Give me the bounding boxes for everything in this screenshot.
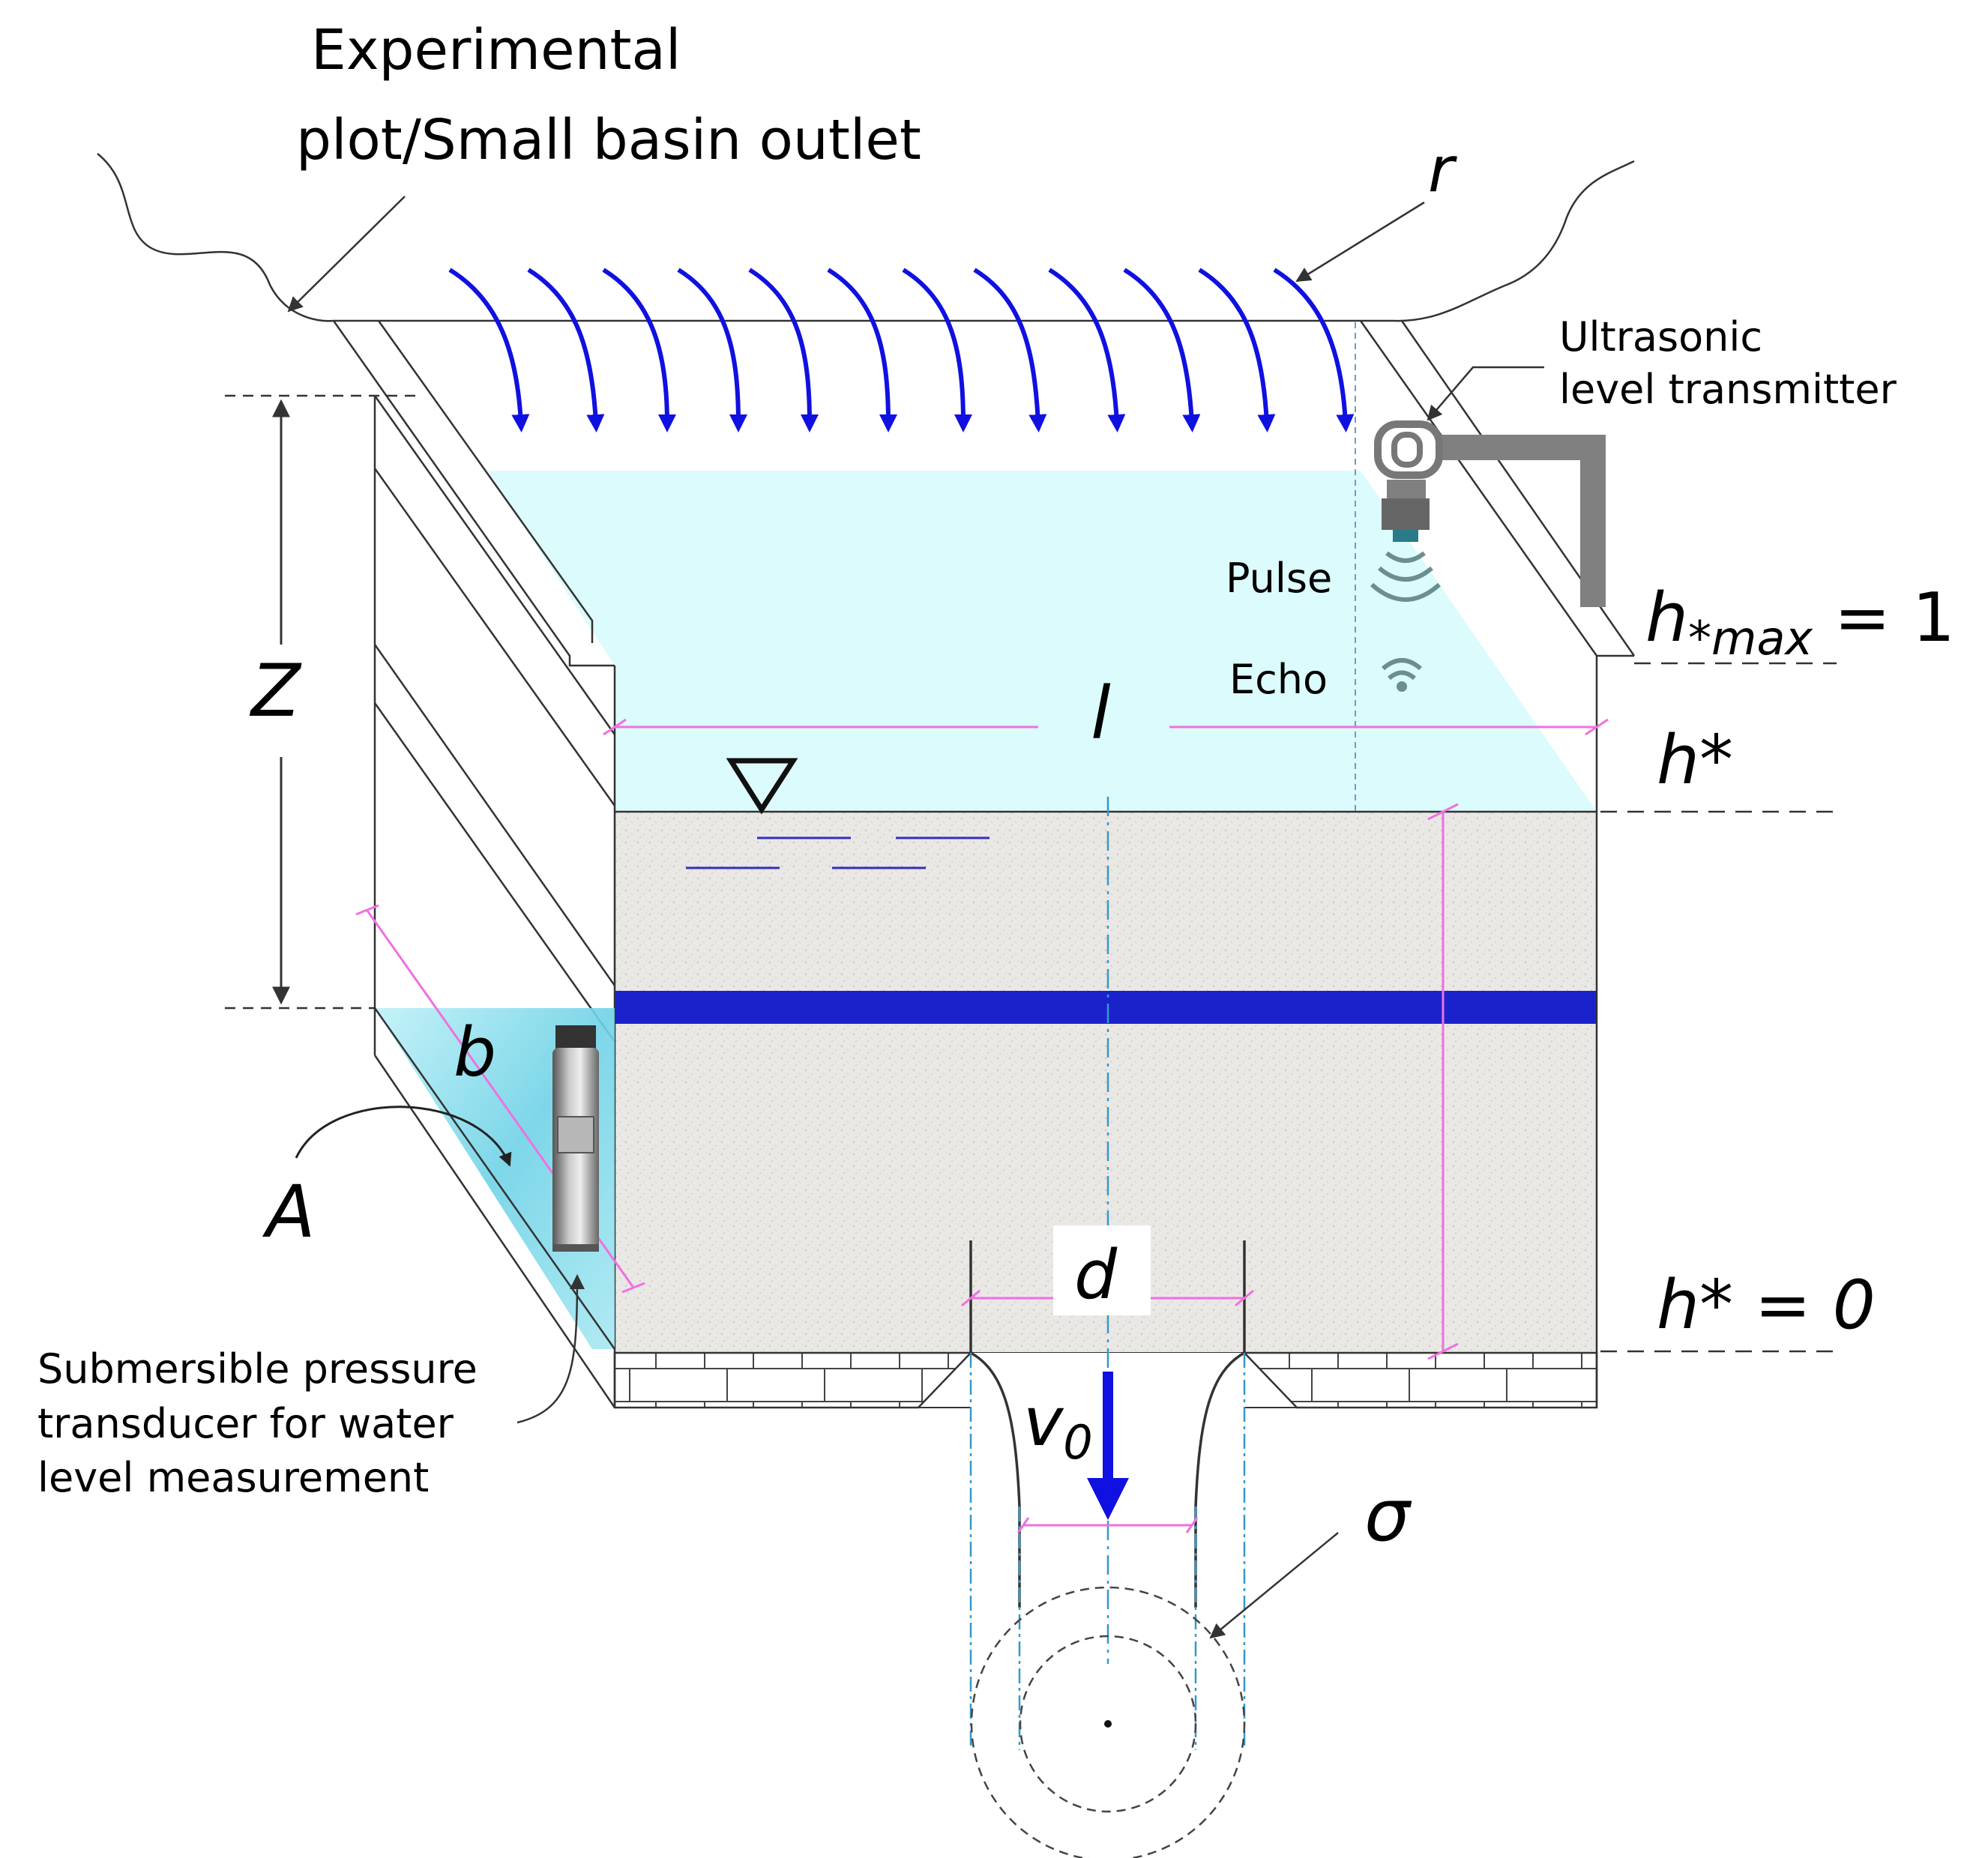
area-arrow — [295, 1106, 512, 1167]
pulse-wave-icon — [1370, 551, 1441, 602]
depth-label: Z — [249, 649, 302, 733]
ultrasonic-transmitter — [1374, 420, 1606, 607]
transducer-leader — [516, 1274, 585, 1424]
diameter-label-bg — [1053, 1225, 1151, 1315]
ultrasonic-label-1: Ultrasonic — [1559, 313, 1762, 361]
tank-walls — [332, 319, 1636, 1408]
echo-wave-icon — [1382, 658, 1422, 692]
terrain-left — [97, 153, 334, 322]
outlet-circle-outer — [970, 1586, 1246, 1858]
plot-outlet-label-2: plot/Small basin outlet — [296, 108, 921, 172]
outlet-pipe — [969, 1240, 1246, 1608]
outlet-center-dot — [1104, 1720, 1112, 1728]
diameter-label: d — [1074, 1236, 1118, 1315]
transducer-label-2: transducer for water — [37, 1400, 454, 1447]
length-label: l — [1091, 672, 1111, 755]
diameter-dimension — [961, 1289, 1254, 1307]
jet-width-dimension — [1016, 1517, 1199, 1533]
depth-dimension — [225, 394, 420, 1010]
rain-leader — [1295, 201, 1425, 283]
wetting-front-band — [615, 991, 1597, 1024]
hzero-label: h* = 0 — [1657, 1266, 1876, 1345]
brick-base-right — [1242, 1351, 1598, 1409]
terrain-right — [1394, 160, 1635, 322]
width-label: b — [454, 1013, 496, 1092]
pulse-label: Pulse — [1226, 555, 1332, 602]
brick-base-left — [613, 1351, 973, 1409]
jet-circle-inner — [1019, 1635, 1197, 1813]
length-dimension — [603, 718, 1609, 736]
hstar-dimension — [1427, 803, 1459, 1360]
ultrasonic-leader — [1427, 366, 1544, 421]
hstar-label: h* — [1657, 721, 1733, 800]
velocity-label: v0 — [1023, 1383, 1093, 1470]
transducer-label-1: Submersible pressure — [37, 1345, 478, 1393]
rain-arrows — [448, 268, 1355, 432]
pressure-transducer — [552, 1025, 599, 1252]
sigma-label: σ — [1364, 1474, 1412, 1557]
sigma-leader — [1209, 1532, 1339, 1639]
water-level-symbol — [686, 758, 990, 869]
transducer-label-3: level measurement — [37, 1454, 429, 1501]
ultrasonic-label-2: level transmitter — [1559, 366, 1897, 413]
rain-label: r — [1428, 133, 1457, 206]
plot-outlet-label-1: Experimental — [311, 18, 681, 82]
area-label: A — [262, 1170, 316, 1254]
hmax-label: h*max = 1 — [1645, 579, 1955, 666]
outlet-projection-lines — [969, 1353, 1246, 1750]
ponded-water — [487, 471, 1597, 812]
echo-label: Echo — [1229, 656, 1328, 703]
plot-outlet-leader — [287, 196, 406, 313]
